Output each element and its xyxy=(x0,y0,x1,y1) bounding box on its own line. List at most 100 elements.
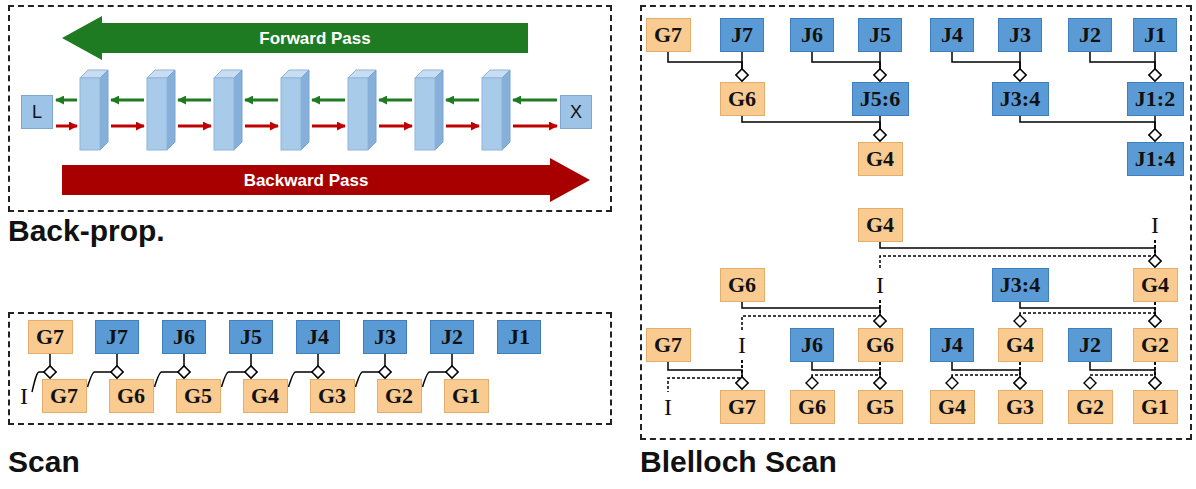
box-label: X xyxy=(570,102,582,123)
identity-line xyxy=(880,240,1155,270)
layer-slab xyxy=(348,78,368,150)
box-label: J3:4 xyxy=(1000,274,1040,296)
matrix-box: J5 xyxy=(229,320,273,354)
matrix-box: J6 xyxy=(790,18,834,52)
box-label: J6 xyxy=(173,326,195,348)
matrix-box: J3:4 xyxy=(992,268,1049,302)
operator-connector xyxy=(742,302,880,321)
layer-side xyxy=(435,70,443,150)
box-label: J2 xyxy=(441,326,463,348)
forward-arrow xyxy=(245,99,278,102)
box-label: G3 xyxy=(318,385,346,407)
box-label: J6 xyxy=(801,334,823,356)
box-label: G7 xyxy=(654,24,682,46)
backward-arrow xyxy=(513,125,557,128)
dashed-panel: ScanG7J7J6J5J4J3J2J1G7G6G5G4G3G2G1 xyxy=(8,312,612,425)
box-label: J4 xyxy=(941,24,963,46)
operator-connector xyxy=(384,354,386,372)
forward-arrow xyxy=(379,99,412,102)
operator-connector xyxy=(183,354,185,372)
layer-slab xyxy=(147,78,167,150)
box-label: L xyxy=(32,102,42,123)
matrix-box: X xyxy=(560,95,592,129)
layer-stack xyxy=(80,70,510,150)
operator-connector xyxy=(1020,302,1155,321)
box-label: J4 xyxy=(307,326,329,348)
box-label: G4 xyxy=(866,148,894,170)
operator-connector xyxy=(880,242,1155,261)
backward-arrow xyxy=(56,125,77,128)
operator-connector xyxy=(879,362,881,383)
matrix-box: J2 xyxy=(1068,18,1112,52)
identity-label: I xyxy=(664,395,672,419)
identity-label: I xyxy=(738,333,746,357)
operator-connector xyxy=(742,116,880,135)
matrix-box: J5 xyxy=(858,18,902,52)
box-label: J7 xyxy=(106,326,128,348)
identity-label: I xyxy=(1151,213,1159,237)
operator-connector xyxy=(1019,52,1021,75)
box-label: G6 xyxy=(866,334,894,356)
operator-connector xyxy=(317,354,319,372)
matrix-box: G4 xyxy=(858,208,903,242)
layer-side xyxy=(368,70,376,150)
box-label: J2 xyxy=(1079,24,1101,46)
box-label: J5 xyxy=(240,326,262,348)
matrix-box: J4 xyxy=(296,320,340,354)
box-label: G4 xyxy=(251,385,279,407)
matrix-box: G4 xyxy=(998,328,1043,362)
arrow-body xyxy=(62,158,590,202)
forward-arrow xyxy=(56,99,77,102)
operator-connector xyxy=(1019,362,1021,383)
box-label: J1 xyxy=(508,326,530,348)
operator-connector xyxy=(879,52,881,75)
forward-arrow xyxy=(446,99,479,102)
box-label: G6 xyxy=(728,88,756,110)
operator-connector xyxy=(879,116,881,135)
operator-connector xyxy=(451,354,453,372)
matrix-box: G6 xyxy=(720,268,765,302)
matrix-box: G1 xyxy=(444,379,489,413)
box-label: G3 xyxy=(1006,396,1034,418)
matrix-box: J4 xyxy=(930,18,974,52)
box-label: G7 xyxy=(654,334,682,356)
operator-connector xyxy=(49,354,51,372)
operator-connector xyxy=(250,354,252,372)
matrix-box: G4 xyxy=(1133,268,1178,302)
operator-connector xyxy=(952,362,1020,383)
operator-connector xyxy=(1020,302,1155,321)
layer-slab xyxy=(80,78,100,150)
matrix-box: J7 xyxy=(95,320,139,354)
dashed-panel: Back-prop.Forward PassLXBackward Pass xyxy=(8,5,612,212)
box-label: G4 xyxy=(866,214,894,236)
box-label: G2 xyxy=(385,385,413,407)
matrix-box: G6 xyxy=(109,379,154,413)
operator-connector xyxy=(1154,302,1156,321)
operator-connector xyxy=(812,362,880,383)
operator-connector xyxy=(668,362,742,383)
dashed-panel: Blelloch ScanG7J7J6J5J4J3J2J1G6J5:6J3:4J… xyxy=(640,5,1192,440)
backward-arrow xyxy=(379,125,412,128)
panel-title: Back-prop. xyxy=(8,214,165,247)
box-label: Forward Pass xyxy=(259,30,371,47)
arrow-body xyxy=(62,16,528,60)
block-arrow: Backward Pass xyxy=(62,158,590,202)
matrix-box: G6 xyxy=(858,328,903,362)
box-label: J2 xyxy=(1079,334,1101,356)
panel-title: Blelloch Scan xyxy=(640,445,837,478)
box-label: G4 xyxy=(1141,274,1169,296)
matrix-box: J4 xyxy=(930,328,974,362)
box-label: G2 xyxy=(1076,396,1104,418)
backward-arrow xyxy=(446,125,479,128)
box-label: J7 xyxy=(731,24,753,46)
matrix-box: J1:4 xyxy=(1127,142,1184,176)
operator-connector xyxy=(1154,52,1156,75)
box-label: G2 xyxy=(1141,334,1169,356)
operator-connector xyxy=(1154,116,1156,135)
box-label: J6 xyxy=(801,24,823,46)
identity-line xyxy=(668,360,742,392)
operator-connector xyxy=(1090,362,1155,383)
layer-side xyxy=(234,70,242,150)
backward-arrow xyxy=(111,125,144,128)
matrix-box: J7 xyxy=(720,18,764,52)
